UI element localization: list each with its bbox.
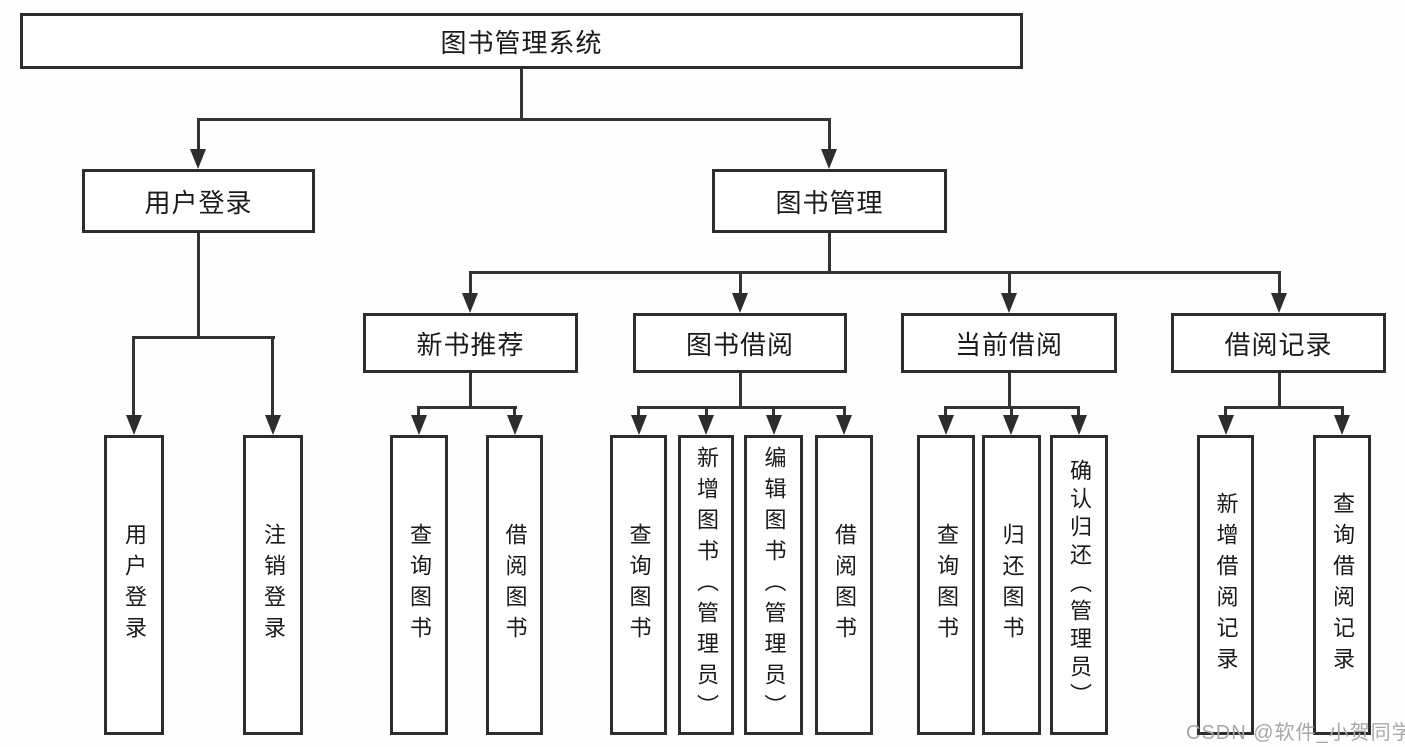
leaf-query-books-2: 查询图书 [610,435,667,735]
connector-vline [469,373,472,409]
leaf-label: 查询图书 [407,523,432,647]
connector-hline [1224,406,1344,409]
leaf-borrow-books: 借阅图书 [486,435,543,735]
connector-hline [637,406,846,409]
arrow-down-icon [1003,415,1019,435]
arrow-down-icon [836,415,852,435]
arrow-down-icon [1218,415,1234,435]
arrow-down-icon [698,415,714,435]
arrow-down-icon [411,415,427,435]
connector-vline [944,406,947,418]
connector-vline [739,271,742,297]
leaf-return-books: 归还图书 [982,435,1041,735]
arrow-down-icon [938,415,954,435]
arrow-down-icon [1001,293,1017,313]
connector-hline [469,271,1281,274]
arrow-down-icon [631,415,647,435]
arrow-down-icon [507,415,523,435]
node-label: 借阅记录 [1224,329,1333,360]
node-current-borrowing: 当前借阅 [901,313,1117,373]
leaf-label: 借阅图书 [502,523,528,647]
leaf-confirm-return-admin: 确认归还（管理员） [1050,435,1108,735]
arrow-down-icon [126,415,142,435]
leaf-query-books-3: 查询图书 [917,435,975,735]
arrow-down-icon [1071,415,1087,435]
connector-hline [417,406,517,409]
connector-vline [1278,271,1281,297]
connector-vline [828,233,831,273]
connector-hline [132,336,275,339]
connector-vline [843,406,846,418]
node-label: 用户登录 [144,187,253,218]
connector-vline [828,118,831,152]
node-book-borrowing: 图书借阅 [633,313,847,373]
connector-vline [197,233,200,339]
leaf-label: 查询借阅记录 [1330,492,1355,678]
node-book-management: 图书管理 [712,169,947,233]
node-label: 新书推荐 [416,329,525,360]
connector-vline [417,406,420,418]
arrow-down-icon [821,149,837,169]
arrow-down-icon [1271,293,1287,313]
leaf-query-books: 查询图书 [390,435,448,735]
leaf-label: 借阅图书 [832,523,857,647]
connector-vline [469,271,472,297]
connector-vline [520,69,523,118]
leaf-add-borrow-record: 新增借阅记录 [1197,435,1254,735]
node-label: 图书管理 [775,187,884,218]
leaf-label: 确认归还（管理员） [1067,459,1092,711]
connector-vline [1341,406,1344,418]
leaf-edit-book-admin: 编辑图书（管理员） [744,435,803,735]
connector-vline [1278,373,1281,409]
connector-hline [197,118,831,121]
node-label: 图书借阅 [685,329,794,360]
connector-vline [739,373,742,409]
leaf-label: 用户登录 [122,523,147,647]
node-user-login: 用户登录 [82,169,315,233]
connector-vline [1077,406,1080,418]
arrow-down-icon [190,149,206,169]
leaf-label: 新增借阅记录 [1213,492,1239,678]
leaf-logout: 注销登录 [243,435,303,735]
node-new-book-recommendation: 新书推荐 [363,313,578,373]
arrow-down-icon [732,293,748,313]
node-label: 图书管理系统 [440,27,603,58]
connector-vline [513,406,516,418]
connector-vline [271,336,274,418]
connector-vline [1010,406,1013,418]
connector-vline [772,406,775,418]
connector-vline [1008,373,1011,409]
connector-vline [637,406,640,418]
leaf-query-borrow-record: 查询借阅记录 [1313,435,1371,735]
connector-vline [1008,271,1011,297]
leaf-label: 归还图书 [999,523,1025,647]
leaf-label: 查询图书 [934,523,959,647]
leaf-borrow-books-2: 借阅图书 [815,435,873,735]
node-borrowing-records: 借阅记录 [1171,313,1386,373]
arrow-down-icon [1334,415,1350,435]
connector-vline [705,406,708,418]
node-library-management-system: 图书管理系统 [20,13,1023,69]
leaf-label: 注销登录 [261,523,286,647]
watermark: CSDN @软件_小贺同学 [1186,722,1405,744]
connector-vline [197,118,200,152]
leaf-label: 编辑图书（管理员） [761,445,787,725]
arrow-down-icon [462,293,478,313]
arrow-down-icon [766,415,782,435]
node-label: 当前借阅 [954,329,1063,360]
leaf-label: 新增图书（管理员） [694,445,719,725]
connector-vline [132,336,135,418]
leaf-user-login: 用户登录 [104,435,164,735]
connector-vline [1224,406,1227,418]
arrow-down-icon [265,415,281,435]
leaf-add-book-admin: 新增图书（管理员） [678,435,734,735]
leaf-label: 查询图书 [626,523,652,647]
